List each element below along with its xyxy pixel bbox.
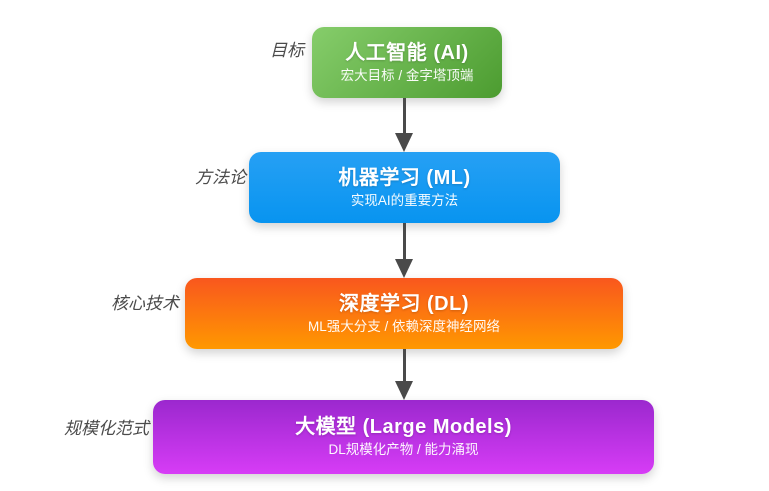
side-label-core-technology: 核心技术: [111, 294, 179, 313]
arrow-stem: [402, 349, 406, 381]
arrow-down-icon: [395, 133, 413, 152]
arrow-stem: [402, 223, 406, 259]
node-ai-subtitle: 宏大目标 / 金字塔顶端: [340, 67, 474, 83]
node-large-models: 大模型 (Large Models) DL规模化产物 / 能力涌现: [153, 400, 654, 474]
node-dl: 深度学习 (DL) ML强大分支 / 依赖深度神经网络: [185, 278, 623, 349]
side-label-methodology: 方法论: [195, 168, 246, 187]
node-ai: 人工智能 (AI) 宏大目标 / 金字塔顶端: [312, 27, 502, 98]
arrow-dl-to-large-models: [395, 349, 413, 400]
arrow-stem: [402, 98, 406, 133]
node-ml-subtitle: 实现AI的重要方法: [350, 192, 459, 208]
node-dl-subtitle: ML强大分支 / 依赖深度神经网络: [307, 318, 500, 334]
node-ml-title: 机器学习 (ML): [338, 166, 471, 189]
side-label-goal: 目标: [270, 41, 304, 60]
arrow-ml-to-dl: [395, 223, 413, 278]
node-ai-title: 人工智能 (AI): [345, 41, 469, 64]
arrow-down-icon: [395, 259, 413, 278]
node-ml: 机器学习 (ML) 实现AI的重要方法: [249, 152, 560, 223]
node-large-models-subtitle: DL规模化产物 / 能力涌现: [328, 442, 479, 458]
node-large-models-title: 大模型 (Large Models): [295, 416, 512, 439]
arrow-ai-to-ml: [395, 98, 413, 152]
arrow-down-icon: [395, 381, 413, 400]
side-label-scaling-paradigm: 规模化范式: [64, 419, 149, 438]
node-dl-title: 深度学习 (DL): [338, 292, 470, 315]
